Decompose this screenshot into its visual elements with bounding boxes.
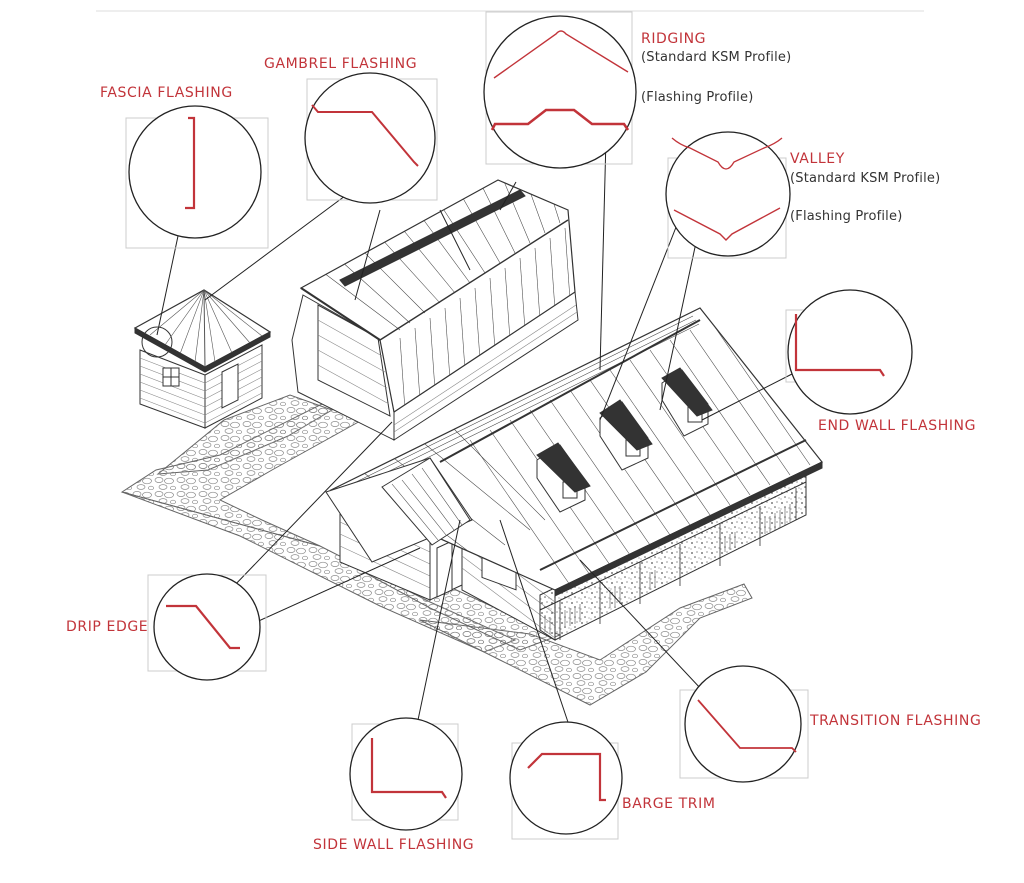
label-drip-edge: DRIP EDGE <box>66 619 149 635</box>
callout-drip-edge <box>147 573 267 681</box>
label-barge-trim: BARGE TRIM <box>622 796 716 812</box>
main-house <box>325 307 823 641</box>
callout-barge <box>509 721 623 840</box>
dormers <box>536 367 713 513</box>
callout-transition <box>679 665 809 783</box>
label-ridging-flashing: (Flashing Profile) <box>641 90 754 105</box>
barn-building <box>291 179 579 441</box>
label-ridging-standard: (Standard KSM Profile) <box>641 50 792 65</box>
label-gambrel-flashing: GAMBREL FLASHING <box>264 56 418 72</box>
gazebo-building <box>133 289 272 429</box>
callout-ridging <box>483 11 637 169</box>
label-ridging: RIDGING <box>641 31 707 47</box>
callout-end-wall <box>785 289 913 415</box>
label-transition-flashing: TRANSITION FLASHING <box>810 713 982 729</box>
callout-side-wall <box>349 717 463 831</box>
label-side-wall-flashing: SIDE WALL FLASHING <box>313 837 475 853</box>
label-end-wall-flashing: END WALL FLASHING <box>818 418 977 434</box>
callout-fascia <box>125 105 269 249</box>
label-fascia-flashing: FASCIA FLASHING <box>100 85 233 101</box>
callout-gambrel <box>304 72 438 204</box>
label-valley-standard: (Standard KSM Profile) <box>790 171 941 186</box>
callout-gazebo-marker <box>141 326 173 358</box>
callout-valley <box>665 131 791 259</box>
label-valley-flashing: (Flashing Profile) <box>790 209 903 224</box>
label-valley: VALLEY <box>790 151 845 167</box>
